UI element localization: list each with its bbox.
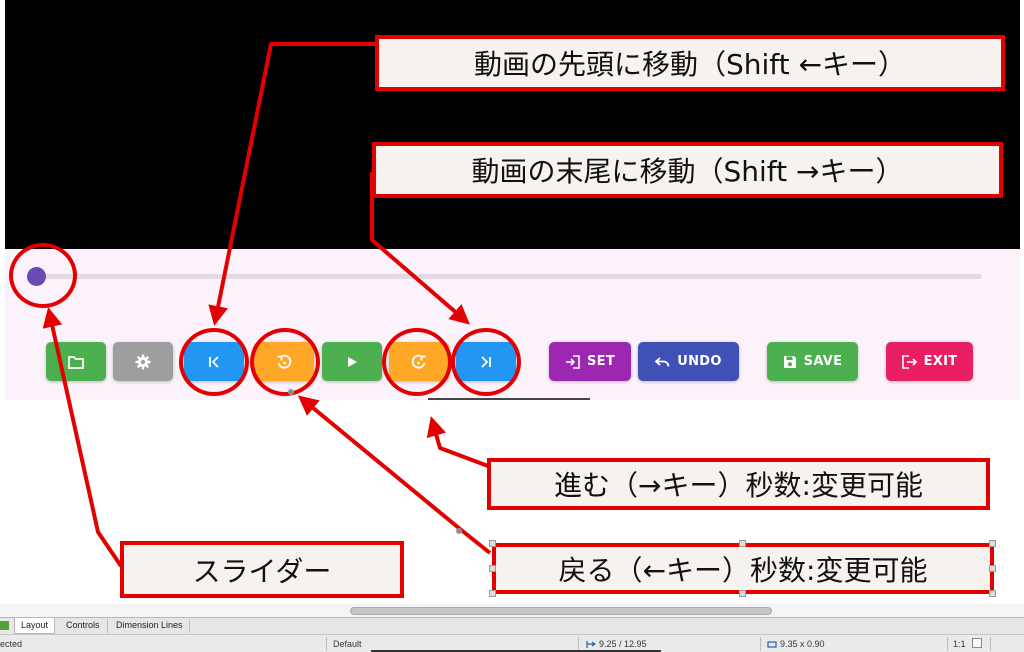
undo-icon: [655, 356, 670, 367]
status-theme: Default: [333, 639, 362, 649]
folder-icon: [68, 355, 84, 369]
seek-slider[interactable]: [32, 274, 982, 279]
callout-forward-text: 進む（→キー）秒数:変更可能: [554, 469, 923, 502]
highlight-skip-start: [179, 328, 249, 396]
resize-handle[interactable]: [739, 590, 746, 597]
divider: [578, 637, 579, 651]
tab-dimension-lines[interactable]: Dimension Lines: [110, 618, 189, 634]
floppy-icon: [783, 355, 796, 368]
exit-button[interactable]: EXIT: [886, 342, 973, 381]
logout-icon: [901, 354, 917, 369]
settings-button[interactable]: [113, 342, 173, 381]
divider: [107, 619, 108, 633]
resize-handle[interactable]: [989, 590, 996, 597]
resize-handle[interactable]: [489, 590, 496, 597]
resize-handle[interactable]: [489, 565, 496, 572]
highlight-forward: [382, 328, 452, 396]
divider: [189, 619, 190, 633]
size-value: 9.35 x 0.90: [780, 639, 825, 649]
callout-rewind: 戻る（←キー）秒数:変更可能: [492, 543, 994, 594]
resize-handle[interactable]: [489, 540, 496, 547]
tab-controls[interactable]: Controls: [60, 618, 106, 634]
connector-handle[interactable]: [288, 389, 294, 395]
divider: [428, 398, 590, 400]
login-icon: [565, 354, 580, 369]
resize-handle[interactable]: [739, 540, 746, 547]
connector-handle[interactable]: [456, 528, 462, 534]
tab-label: Dimension Lines: [116, 620, 183, 630]
highlight-skip-end: [451, 328, 521, 396]
callout-forward: 進む（→キー）秒数:変更可能: [487, 458, 990, 510]
callout-skip-end-text: 動画の末尾に移動（Shift →キー）: [471, 155, 904, 188]
undo-button-label: UNDO: [677, 354, 722, 369]
resize-handle[interactable]: [989, 565, 996, 572]
tab-layout[interactable]: Layout: [14, 618, 56, 634]
highlight-slider: [9, 243, 77, 308]
status-zoom: 1:1: [953, 639, 966, 649]
set-button[interactable]: SET: [549, 342, 631, 381]
callout-rewind-text: 戻る（←キー）秒数:変更可能: [558, 553, 928, 587]
resize-handle[interactable]: [989, 540, 996, 547]
position-icon: [586, 640, 596, 648]
divider: [326, 637, 327, 651]
callout-slider-text: スライダー: [192, 554, 332, 588]
callout-slider: スライダー: [120, 541, 404, 598]
play-button[interactable]: [322, 342, 382, 381]
callout-skip-start-text: 動画の先頭に移動（Shift ←キー）: [473, 48, 906, 81]
status-bar-indicator: [371, 650, 661, 652]
status-selection: ected: [0, 639, 23, 649]
save-button[interactable]: SAVE: [767, 342, 858, 381]
exit-button-label: EXIT: [923, 354, 958, 369]
status-bar: ected Default 9.25 / 12.95 9.35 x 0.90 1…: [0, 634, 1024, 652]
bottom-tab-bar: Layout Controls Dimension Lines: [0, 617, 1024, 634]
highlight-rewind: [250, 328, 320, 396]
set-button-label: SET: [586, 354, 615, 369]
divider: [947, 637, 948, 651]
callout-skip-start: 動画の先頭に移動（Shift ←キー）: [375, 35, 1005, 91]
undo-button[interactable]: UNDO: [638, 342, 739, 381]
tab-label: Layout: [21, 620, 49, 630]
status-position: 9.25 / 12.95: [586, 639, 647, 649]
size-icon: [767, 640, 777, 648]
save-status-icon: [972, 638, 982, 648]
gear-icon: [135, 354, 151, 369]
position-value: 9.25 / 12.95: [599, 639, 647, 649]
horizontal-scrollbar-thumb[interactable]: [350, 607, 772, 615]
divider: [760, 637, 761, 651]
divider: [990, 637, 991, 651]
callout-skip-end: 動画の末尾に移動（Shift →キー）: [372, 142, 1003, 198]
status-size: 9.35 x 0.90: [767, 639, 825, 649]
play-icon: [348, 356, 357, 367]
tab-label: Controls: [66, 620, 100, 630]
save-button-label: SAVE: [803, 354, 843, 369]
grid-icon: [0, 621, 9, 630]
